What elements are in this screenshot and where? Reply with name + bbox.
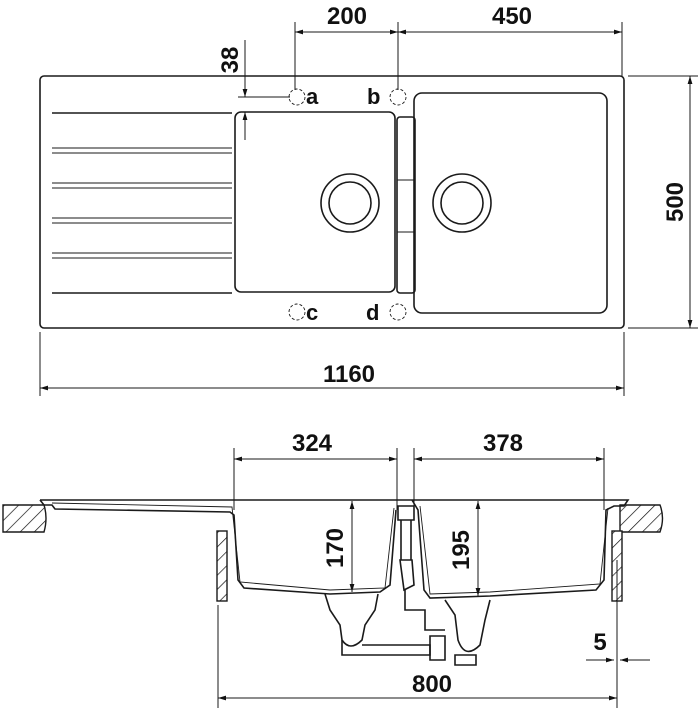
dim-324: 324 (292, 430, 333, 457)
right-bowl (413, 92, 608, 314)
dim-500: 500 (662, 182, 689, 222)
overflow-channel (396, 116, 416, 294)
dim-170: 170 (322, 528, 349, 568)
dim-800: 800 (412, 671, 452, 698)
overflow-pipe (397, 505, 415, 592)
left-bowl (234, 111, 396, 293)
left-drain-icon (320, 173, 380, 233)
right-drain-icon (432, 173, 492, 233)
dim-450: 450 (492, 3, 532, 30)
dim-38: 38 (217, 47, 244, 74)
left-trap (324, 593, 379, 647)
tap-label-c: c (306, 300, 318, 325)
dim-195: 195 (448, 530, 475, 570)
dim-1160: 1160 (323, 361, 375, 388)
countertop-left (2, 504, 47, 533)
pipe-coupling (429, 635, 446, 661)
dim-5: 5 (593, 629, 606, 656)
countertop-right (619, 504, 664, 533)
tap-hole-markers (288, 88, 407, 321)
cabinet-wall-left (216, 530, 228, 602)
right-bowl-section (40, 499, 630, 599)
right-trap (444, 599, 491, 653)
top-view: a b c d 200 450 38 500 1160 (39, 3, 698, 396)
dim-200: 200 (327, 3, 367, 30)
dim-378: 378 (483, 430, 523, 457)
tap-label-d: d (366, 300, 379, 325)
tap-label-a: a (306, 84, 319, 109)
sink-outline (39, 75, 625, 329)
tap-label-b: b (367, 84, 380, 109)
drainer-grooves (52, 112, 232, 294)
section-view: 324 378 170 195 5 800 (2, 430, 664, 708)
